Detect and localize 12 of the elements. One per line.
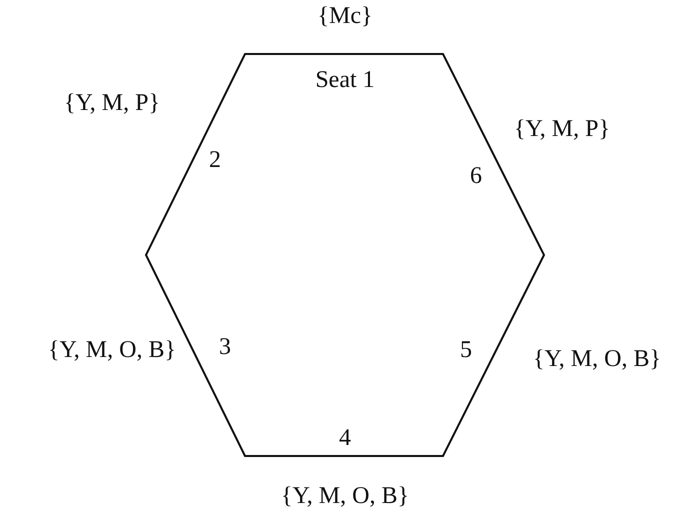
seat-number: 3	[219, 335, 231, 359]
seat-number: 6	[470, 164, 482, 188]
set-label: {Mc}	[317, 4, 373, 28]
set-label: {Y, M, O, B}	[48, 338, 176, 362]
set-label: {Y, M, P}	[514, 117, 610, 141]
seat-label: Seat 1	[315, 68, 375, 92]
set-label: {Y, M, P}	[64, 91, 160, 115]
seat-number: 4	[339, 426, 351, 450]
set-label: {Y, M, O, B}	[533, 347, 661, 371]
seat-number: 2	[209, 148, 221, 172]
set-label: {Y, M, O, B}	[281, 484, 409, 508]
seat-number: 5	[460, 338, 472, 362]
